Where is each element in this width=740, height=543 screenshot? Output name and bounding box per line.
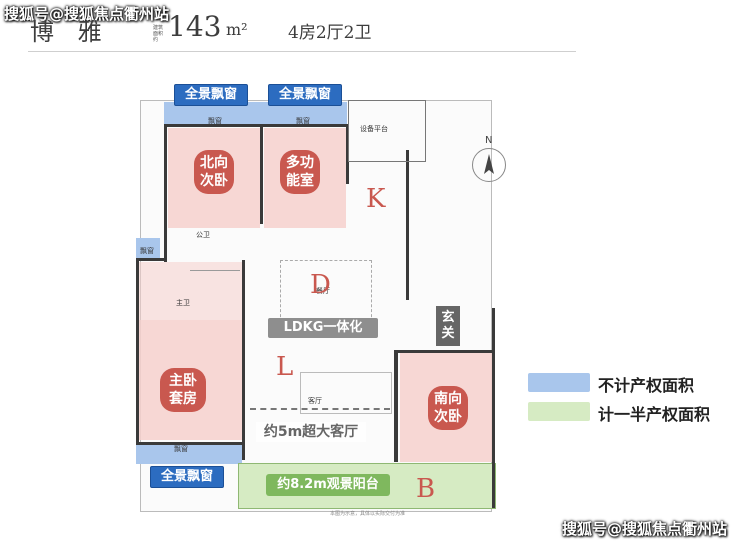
bay-window-tag-right: 全景飘窗 — [268, 84, 342, 106]
legend-label-green: 计一半产权面积 — [598, 405, 711, 424]
unit-name: 博 雅 — [30, 18, 110, 46]
dining-label: 餐厅 — [316, 287, 330, 295]
multi-room-tag: 多功能室 — [280, 150, 320, 194]
bay-label-3: 飘窗 — [140, 247, 154, 255]
master-bath-area — [138, 262, 242, 320]
north-arrow-icon — [484, 154, 494, 174]
bay-window-tag-left: 全景飘窗 — [174, 84, 248, 106]
bay-window-zone-bottom — [136, 442, 242, 464]
living-span-banner: 约5m超大客厅 — [256, 422, 366, 442]
compass: N — [472, 135, 506, 182]
room-count: 4房2厅2卫 — [288, 23, 372, 43]
north-bedroom-tag: 北向次卧 — [194, 150, 234, 194]
entry-tag: 玄关 — [436, 306, 460, 346]
legend-swatch-green — [528, 402, 590, 421]
ldkg-banner: LDKG一体化 — [268, 318, 378, 338]
legend-swatch-blue — [528, 373, 590, 392]
area-unit: m² — [226, 20, 248, 39]
compass-label: N — [485, 135, 493, 146]
balcony-letter: B — [416, 474, 436, 504]
south-bedroom-tag: 南向次卧 — [428, 386, 468, 430]
area-note: 建筑面积约 — [153, 25, 164, 43]
bay-window-zone-right — [262, 102, 347, 124]
master-bath-label: 主卫 — [176, 299, 190, 307]
equipment-label: 设备平台 — [360, 125, 388, 133]
bay-window-zone-west — [136, 238, 160, 260]
kitchen-letter: K — [366, 184, 386, 214]
floor-plan: 全景飘窗 全景飘窗 全景飘窗 飘窗 飘窗 飘窗 飘窗 设备平台 公卫 主卫 餐厅… — [130, 80, 510, 520]
south-bedroom-label: 南向次卧 — [434, 391, 462, 425]
north-bedroom-label: 北向次卧 — [200, 155, 228, 189]
living-letter: L — [276, 352, 294, 382]
bay-label-4: 飘窗 — [174, 445, 188, 453]
watermark-bottom: 搜狐号@搜狐焦点衢州站 — [562, 520, 728, 538]
legend-label-blue: 不计产权面积 — [598, 376, 695, 395]
bay-label-1: 飘窗 — [208, 117, 222, 125]
bay-label-2: 飘窗 — [296, 117, 310, 125]
living-span-arrow — [250, 408, 390, 410]
master-tag: 主卧套房 — [160, 368, 206, 412]
balcony-banner: 约8.2m观景阳台 — [266, 474, 390, 496]
living-label: 客厅 — [308, 397, 322, 405]
master-label: 主卧套房 — [169, 373, 197, 407]
bay-window-zone-left — [164, 102, 262, 124]
multi-room-label: 多功能室 — [286, 155, 314, 189]
public-bath-label: 公卫 — [196, 231, 210, 239]
unit-area: 143 — [168, 10, 222, 43]
dining-letter: D — [310, 270, 331, 300]
plan-footnote: 本图为示意，具体以实际交付为准 — [330, 511, 406, 517]
bay-window-tag-bottom: 全景飘窗 — [150, 466, 224, 488]
entry-label: 玄关 — [441, 310, 455, 341]
watermark-top: 搜狐号@搜狐焦点衢州站 — [4, 5, 170, 23]
title-divider — [28, 51, 576, 52]
